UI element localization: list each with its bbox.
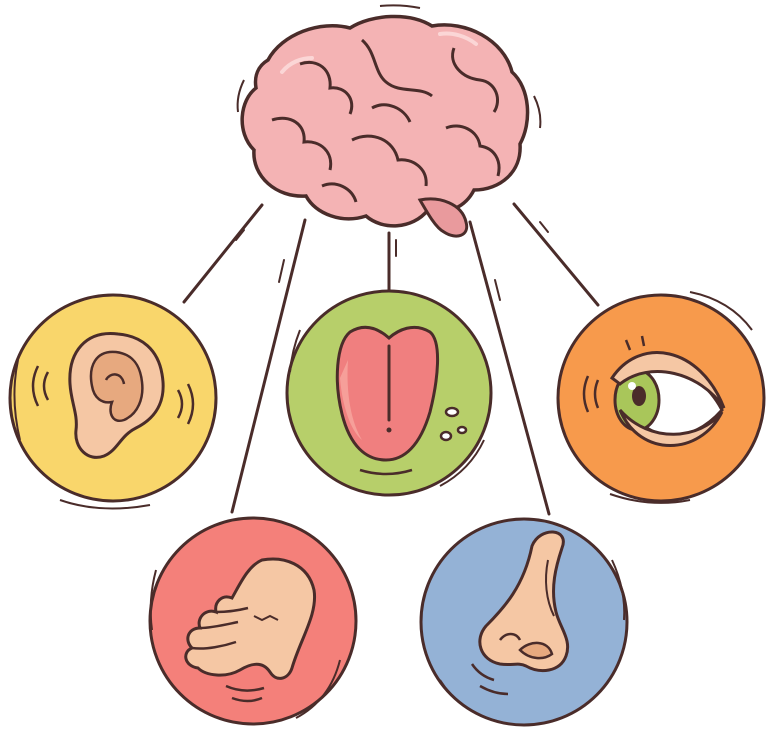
brain-highlight: [438, 31, 478, 46]
connector-sight: [512, 202, 600, 307]
circle-sketch-arc: [439, 679, 501, 723]
circle-sketch-arc: [13, 359, 21, 441]
circle-sketch-arc: [59, 499, 151, 510]
circle-sketch-arc: [289, 329, 301, 373]
connector-touch: [230, 218, 307, 514]
circle-sketch-arc: [295, 659, 341, 719]
circle-sketch-arc: [689, 291, 753, 331]
motion-line: [593, 379, 600, 409]
sense-touch: [148, 516, 358, 726]
connectors: [182, 202, 600, 516]
connector-accent: [539, 221, 549, 233]
motion-line: [225, 684, 265, 692]
connector-accent: [278, 259, 285, 283]
motion-line: [479, 684, 509, 696]
nose-icon: [478, 530, 570, 673]
motion-line: [470, 663, 495, 682]
brain-icon: [236, 4, 542, 238]
sense-hearing: [8, 293, 218, 510]
eye-icon: [609, 335, 726, 447]
sound-wave-right: [186, 383, 195, 425]
hand-icon: [184, 557, 317, 680]
tongue-icon: [335, 325, 439, 462]
sound-wave-left: [31, 365, 40, 407]
sense-taste: [285, 289, 493, 497]
circle-sketch-arc: [611, 559, 626, 621]
motion-line: [359, 468, 413, 476]
brain-highlight: [280, 56, 314, 74]
motion-line: [582, 375, 590, 413]
connector-accent: [494, 279, 501, 301]
sense-smell: [419, 517, 629, 727]
sense-sight: [556, 291, 766, 504]
connector-accent: [235, 229, 245, 241]
circle-sketch-arc: [609, 493, 691, 504]
sound-wave-right: [176, 389, 184, 419]
ear-icon: [68, 332, 165, 459]
saliva-droplets: [439, 406, 468, 442]
connector-hearing: [182, 203, 264, 304]
sound-wave-left: [42, 371, 50, 401]
motion-line: [231, 696, 263, 703]
circle-sketch-arc: [439, 439, 485, 487]
circle-sketch-arc: [149, 569, 157, 631]
connector-smell: [468, 220, 551, 516]
